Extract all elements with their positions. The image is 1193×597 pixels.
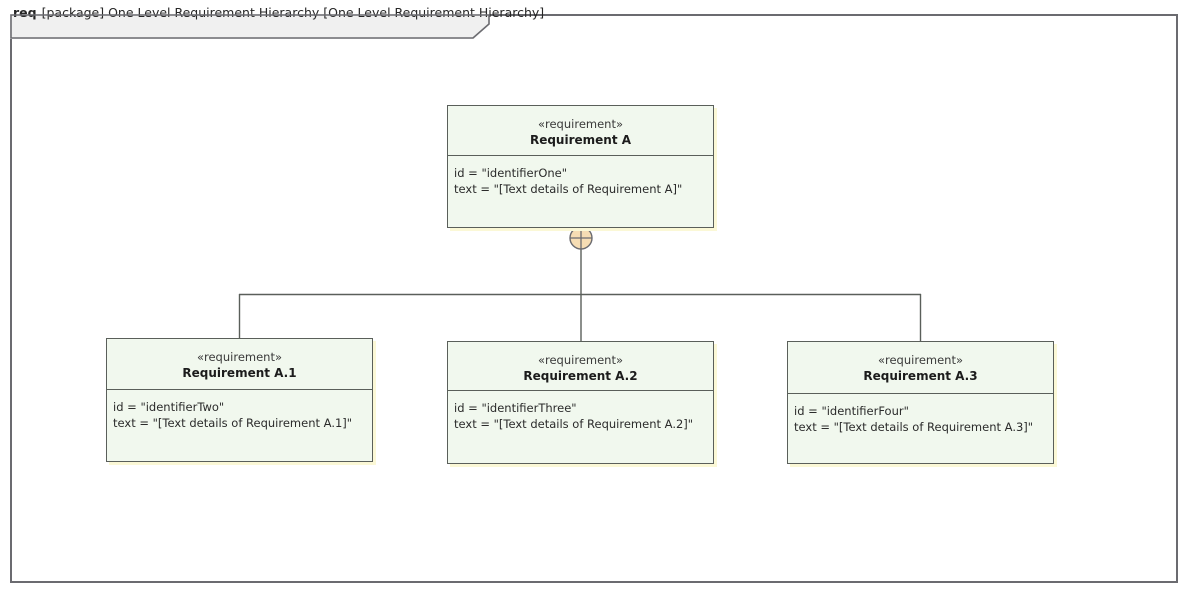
requirement-a3-property-id: id = "identifierFour" — [794, 404, 909, 418]
diagram-header-text: [package] One Level Requirement Hierarch… — [41, 5, 545, 20]
requirement-a-header: «requirement» Requirement A — [448, 106, 713, 156]
requirement-a-compartment: id = "identifierOne" text = "[Text detai… — [448, 156, 713, 197]
requirement-a-name: Requirement A — [529, 133, 632, 147]
requirement-a3-header: «requirement» Requirement A.3 — [788, 342, 1053, 394]
requirement-a-property-text: text = "[Text details of Requirement A]" — [454, 182, 683, 196]
requirement-a2-compartment: id = "identifierThree" text = "[Text det… — [448, 391, 713, 432]
requirement-a1-stereotype: «requirement» — [196, 350, 283, 364]
requirement-a2-property-id: id = "identifierThree" — [454, 401, 577, 415]
requirement-block-a3[interactable]: «requirement» Requirement A.3 id = "iden… — [787, 341, 1054, 464]
requirement-a3-name: Requirement A.3 — [863, 369, 978, 383]
requirement-block-a2[interactable]: «requirement» Requirement A.2 id = "iden… — [447, 341, 714, 464]
diagram-header-label: req [package] One Level Requirement Hiera… — [13, 0, 544, 25]
requirement-a3-compartment: id = "identifierFour" text = "[Text deta… — [788, 394, 1053, 435]
requirement-block-a1[interactable]: «requirement» Requirement A.1 id = "iden… — [106, 338, 373, 462]
diagram-frame — [10, 14, 1178, 583]
requirement-block-a[interactable]: «requirement» Requirement A id = "identi… — [447, 105, 714, 228]
requirement-a1-header: «requirement» Requirement A.1 — [107, 339, 372, 390]
requirement-a2-property-text: text = "[Text details of Requirement A.2… — [454, 417, 694, 431]
requirement-a1-property-id: id = "identifierTwo" — [113, 400, 225, 414]
requirement-a2-stereotype: «requirement» — [537, 353, 624, 367]
requirement-a2-header: «requirement» Requirement A.2 — [448, 342, 713, 391]
requirement-a3-stereotype: «requirement» — [877, 353, 964, 367]
requirement-a-stereotype: «requirement» — [537, 117, 624, 131]
requirement-a1-property-text: text = "[Text details of Requirement A.1… — [113, 416, 353, 430]
requirement-a2-name: Requirement A.2 — [523, 369, 638, 383]
requirement-a1-compartment: id = "identifierTwo" text = "[Text detai… — [107, 390, 372, 431]
requirement-a-property-id: id = "identifierOne" — [454, 166, 568, 180]
diagram-kind-keyword: req — [13, 5, 37, 20]
requirement-a1-name: Requirement A.1 — [182, 366, 297, 380]
requirement-a3-property-text: text = "[Text details of Requirement A.3… — [794, 420, 1034, 434]
